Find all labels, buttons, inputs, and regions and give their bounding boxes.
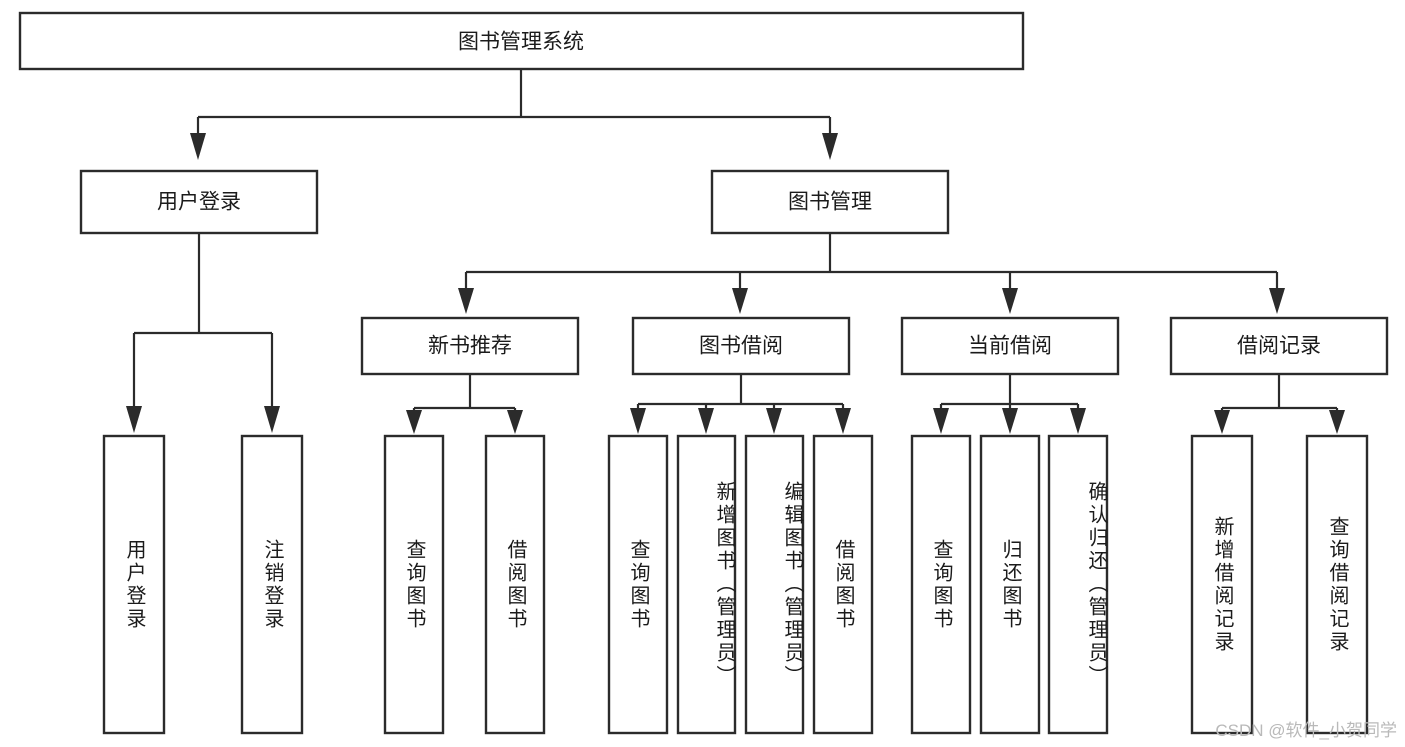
node-book-manage[interactable]: 图书管理 [710, 169, 950, 235]
node-user-login[interactable]: 用户登录 [79, 169, 319, 235]
arrow-head-new-book-rec [458, 288, 474, 314]
arrow-head-query-book-3 [933, 408, 949, 434]
node-current-borrow-label: 当前借阅 [968, 335, 1052, 358]
arrow-head-return-book [1002, 408, 1018, 434]
node-book-borrow-label: 图书借阅 [699, 335, 783, 358]
connector-book-manage-to-level3 [458, 233, 1285, 314]
node-borrow-record-box[interactable] [1169, 316, 1389, 376]
arrow-head-edit-book [766, 408, 782, 434]
leaf-box-edit-book[interactable] [744, 434, 805, 735]
leaf-box-borrow-book-2[interactable] [812, 434, 874, 735]
arrow-head-book-manage [822, 133, 838, 160]
node-current-borrow[interactable]: 当前借阅 [900, 316, 1120, 376]
leaf-box-query-book-3[interactable] [910, 434, 972, 735]
node-current-borrow-box[interactable] [900, 316, 1120, 376]
node-borrow-record[interactable]: 借阅记录 [1169, 316, 1389, 376]
leaf-box-borrow-book-1[interactable] [484, 434, 546, 735]
node-book-manage-box[interactable] [710, 169, 950, 235]
leaf-box-return-book[interactable] [979, 434, 1041, 735]
leaf-box-logout-login[interactable] [240, 434, 304, 735]
arrow-head-leaf-logout [264, 406, 280, 433]
node-borrow-record-label: 借阅记录 [1237, 335, 1321, 358]
arrow-head-add-book [698, 408, 714, 434]
connector-current-borrow-to-leaves [933, 374, 1086, 434]
arrow-head-confirm-return [1070, 408, 1086, 434]
leaf-box-add-record[interactable] [1190, 434, 1254, 735]
node-root-box[interactable] [18, 11, 1025, 71]
leaf-box-query-book-1[interactable] [383, 434, 445, 735]
arrow-head-leaf-user-login [126, 406, 142, 433]
connector-user-login-to-leaves [126, 233, 280, 433]
arrow-head-borrow-book-2 [835, 408, 851, 434]
node-book-manage-label: 图书管理 [788, 191, 872, 214]
node-new-book-rec-box[interactable] [360, 316, 580, 376]
arrow-head-user-login [190, 133, 206, 160]
leaf-box-user-login[interactable] [102, 434, 166, 735]
node-user-login-label: 用户登录 [157, 191, 241, 214]
connector-borrow-record-to-leaves [1214, 374, 1345, 434]
csdn-watermark: CSDN @软件_小贺同学 [1215, 721, 1397, 740]
arrow-head-borrow-book-1 [507, 410, 523, 434]
arrow-head-query-record [1329, 410, 1345, 434]
leaf-box-query-book-2[interactable] [607, 434, 669, 735]
leaf-box-confirm-return[interactable] [1047, 434, 1109, 735]
arrow-head-query-book-2 [630, 408, 646, 434]
leaf-box-query-record[interactable] [1305, 434, 1369, 735]
arrow-head-borrow-record [1269, 288, 1285, 314]
node-book-borrow-box[interactable] [631, 316, 851, 376]
node-book-borrow[interactable]: 图书借阅 [631, 316, 851, 376]
arrow-head-add-record [1214, 410, 1230, 434]
connector-new-book-rec-to-leaves [406, 374, 523, 434]
arrow-head-book-borrow [732, 288, 748, 314]
connector-root-to-level2 [190, 69, 838, 160]
leaf-box-add-book[interactable] [676, 434, 737, 735]
node-root[interactable]: 图书管理系统 [18, 11, 1025, 71]
node-new-book-rec-label: 新书推荐 [428, 335, 512, 358]
node-new-book-rec[interactable]: 新书推荐 [360, 316, 580, 376]
arrow-head-query-book-1 [406, 410, 422, 434]
connector-book-borrow-to-leaves [630, 374, 851, 434]
arrow-head-current-borrow [1002, 288, 1018, 314]
node-root-label: 图书管理系统 [458, 31, 584, 54]
